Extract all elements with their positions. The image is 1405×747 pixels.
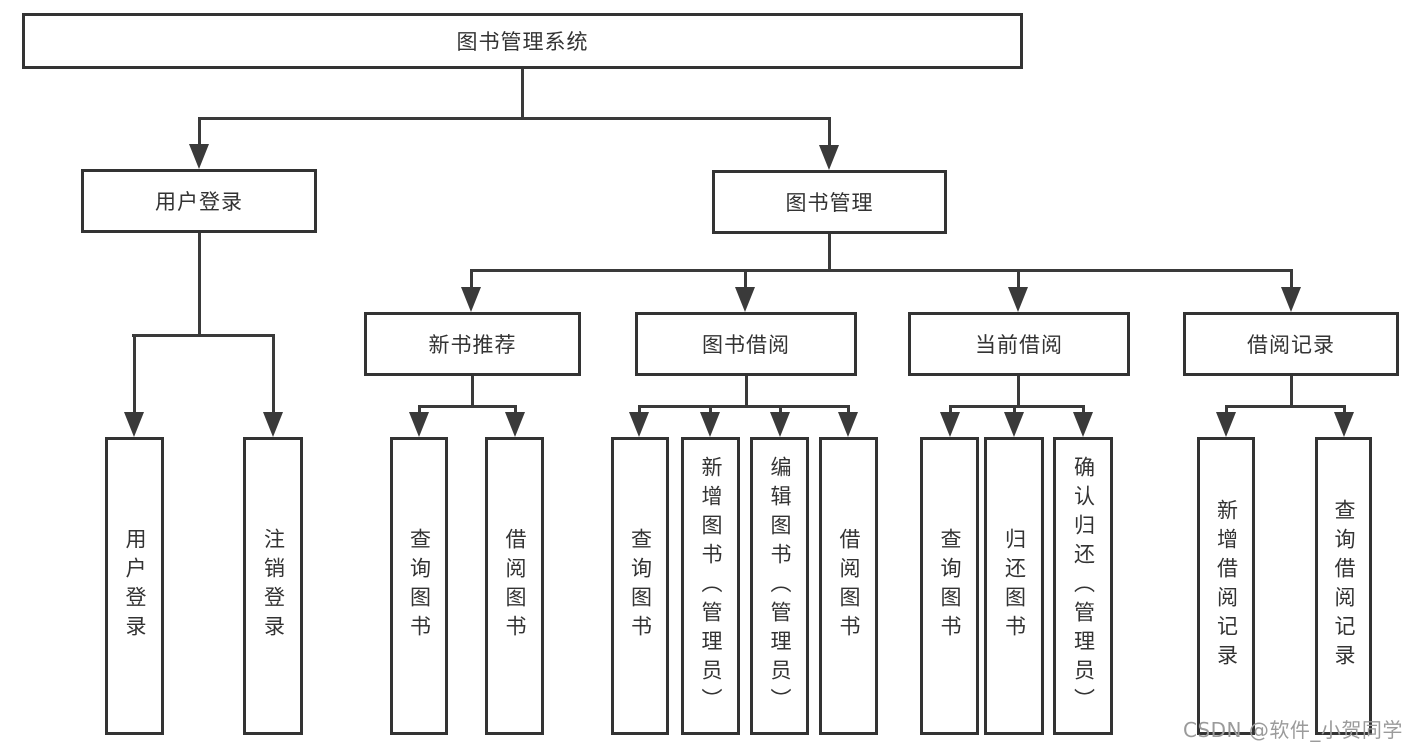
node-label: 图书管理 (785, 191, 874, 215)
leaf-return-books: 归还图书 (984, 437, 1044, 735)
node-book-management: 图书管理 (712, 170, 947, 234)
leaf-logout: 注销登录 (243, 437, 303, 735)
connector-line (521, 69, 524, 119)
arrowhead-icon (1281, 287, 1301, 312)
arrowhead-icon (1073, 412, 1093, 437)
node-user-login: 用户登录 (81, 169, 317, 233)
node-label: 借阅记录 (1247, 333, 1335, 357)
leaf-label: 归还图书 (1002, 528, 1027, 644)
node-book-borrowing: 图书借阅 (635, 312, 857, 376)
leaf-query-books-borrowing: 查询图书 (611, 437, 669, 735)
node-label: 新书推荐 (428, 333, 517, 357)
node-current-borrowing: 当前借阅 (908, 312, 1130, 376)
node-label: 图书借阅 (702, 333, 790, 357)
leaf-label: 查询借阅记录 (1332, 499, 1356, 673)
arrowhead-icon (505, 412, 525, 437)
connector-line (132, 334, 275, 337)
leaf-label: 确认归还（管理员） (1071, 455, 1096, 717)
leaf-label: 新增图书（管理员） (699, 455, 723, 717)
leaf-borrow-books-recommend: 借阅图书 (485, 437, 544, 735)
connector-line (1343, 405, 1346, 413)
arrowhead-icon (940, 412, 960, 437)
connector-line (709, 405, 712, 413)
leaf-label: 查询图书 (407, 528, 432, 644)
arrowhead-icon (461, 287, 481, 312)
connector-line (198, 233, 201, 337)
leaf-query-borrow-record: 查询借阅记录 (1315, 437, 1372, 735)
connector-line (198, 117, 201, 144)
arrowhead-icon (124, 412, 144, 437)
leaf-label: 用户登录 (123, 528, 147, 644)
node-borrow-records: 借阅记录 (1183, 312, 1399, 376)
arrowhead-icon (1004, 412, 1024, 437)
watermark: CSDN @软件_小贺同学 (1183, 718, 1403, 742)
connector-line (418, 405, 421, 413)
connector-line (779, 405, 782, 413)
arrowhead-icon (189, 144, 209, 169)
leaf-label: 注销登录 (261, 528, 286, 644)
connector-line (745, 376, 748, 408)
connector-line (1017, 376, 1020, 408)
connector-line (1225, 405, 1346, 408)
leaf-label: 借阅图书 (503, 528, 527, 644)
leaf-label: 编辑图书（管理员） (768, 455, 792, 717)
node-library-management-system: 图书管理系统 (22, 13, 1023, 69)
leaf-label: 新增借阅记录 (1214, 499, 1239, 673)
node-label: 图书管理系统 (456, 30, 589, 54)
arrowhead-icon (735, 287, 755, 312)
arrowhead-icon (819, 145, 839, 170)
node-label: 当前借阅 (975, 333, 1063, 357)
connector-line (1225, 405, 1228, 413)
leaf-edit-books-admin: 编辑图书（管理员） (750, 437, 809, 735)
connector-line (272, 334, 275, 412)
arrowhead-icon (1008, 287, 1028, 312)
leaf-borrow-books: 借阅图书 (819, 437, 878, 735)
connector-line (828, 234, 831, 272)
arrowhead-icon (629, 412, 649, 437)
connector-line (470, 269, 473, 287)
connector-line (949, 405, 1085, 408)
arrowhead-icon (409, 412, 429, 437)
leaf-add-borrow-record: 新增借阅记录 (1197, 437, 1255, 735)
arrowhead-icon (770, 412, 790, 437)
arrowhead-icon (1216, 412, 1236, 437)
connector-line (828, 117, 831, 145)
connector-line (418, 405, 517, 408)
node-label: 用户登录 (155, 190, 243, 214)
connector-line (847, 405, 850, 413)
connector-line (1017, 269, 1020, 287)
leaf-user-login: 用户登录 (105, 437, 164, 735)
node-new-book-recommend: 新书推荐 (364, 312, 581, 376)
connector-line (198, 117, 831, 120)
arrowhead-icon (1334, 412, 1354, 437)
arrowhead-icon (700, 412, 720, 437)
leaf-confirm-return-admin: 确认归还（管理员） (1053, 437, 1113, 735)
connector-line (1290, 269, 1293, 287)
connector-line (471, 376, 474, 408)
leaf-add-books-admin: 新增图书（管理员） (681, 437, 740, 735)
leaf-query-books-recommend: 查询图书 (390, 437, 448, 735)
leaf-query-books-current: 查询图书 (920, 437, 979, 735)
connector-line (1290, 376, 1293, 408)
leaf-label: 查询图书 (938, 528, 962, 644)
connector-line (133, 334, 136, 412)
connector-line (1082, 405, 1085, 413)
connector-line (744, 269, 747, 287)
connector-line (470, 269, 1293, 272)
connector-line (949, 405, 952, 413)
arrowhead-icon (263, 412, 283, 437)
arrowhead-icon (838, 412, 858, 437)
leaf-label: 借阅图书 (837, 528, 861, 644)
connector-line (638, 405, 641, 413)
connector-line (638, 405, 850, 408)
connector-line (1013, 405, 1016, 413)
leaf-label: 查询图书 (628, 528, 653, 644)
connector-line (514, 405, 517, 413)
